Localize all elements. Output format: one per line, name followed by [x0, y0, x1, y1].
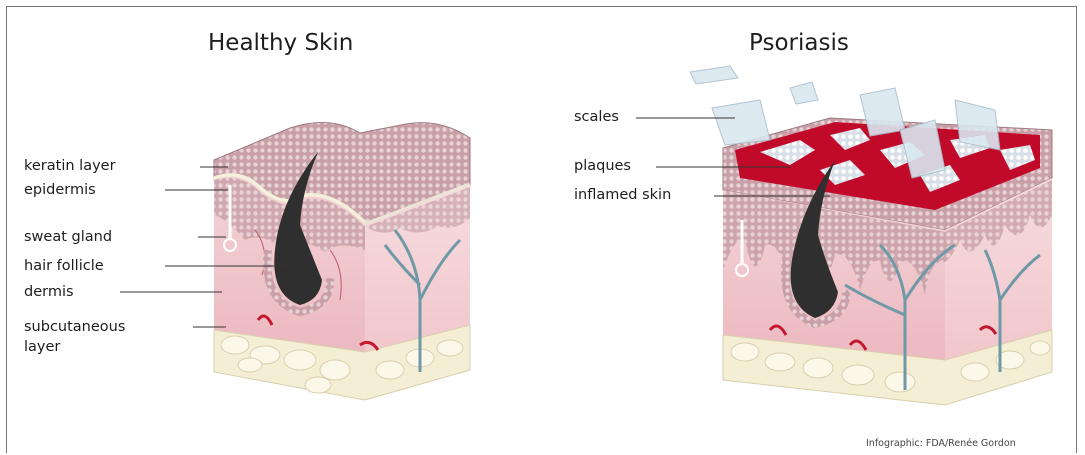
healthy-skin-block	[214, 123, 470, 400]
label-plaques: plaques	[574, 157, 631, 175]
healthy-skin-title: Healthy Skin	[208, 30, 353, 56]
label-epidermis: epidermis	[24, 181, 96, 199]
label-sweat-gland: sweat gland	[24, 228, 112, 246]
label-subcutaneous-layer: layer	[24, 338, 60, 356]
label-dermis: dermis	[24, 283, 74, 301]
label-inflamed-skin: inflamed skin	[574, 186, 671, 204]
psoriasis-skin-block	[723, 118, 1052, 405]
label-scales: scales	[574, 108, 619, 126]
label-hair-follicle: hair follicle	[24, 257, 104, 275]
label-keratin-layer: keratin layer	[24, 157, 116, 175]
credit-text: Infographic: FDA/Renée Gordon	[866, 438, 1016, 449]
label-subcutaneous: subcutaneous	[24, 318, 125, 336]
psoriasis-title: Psoriasis	[749, 30, 849, 56]
